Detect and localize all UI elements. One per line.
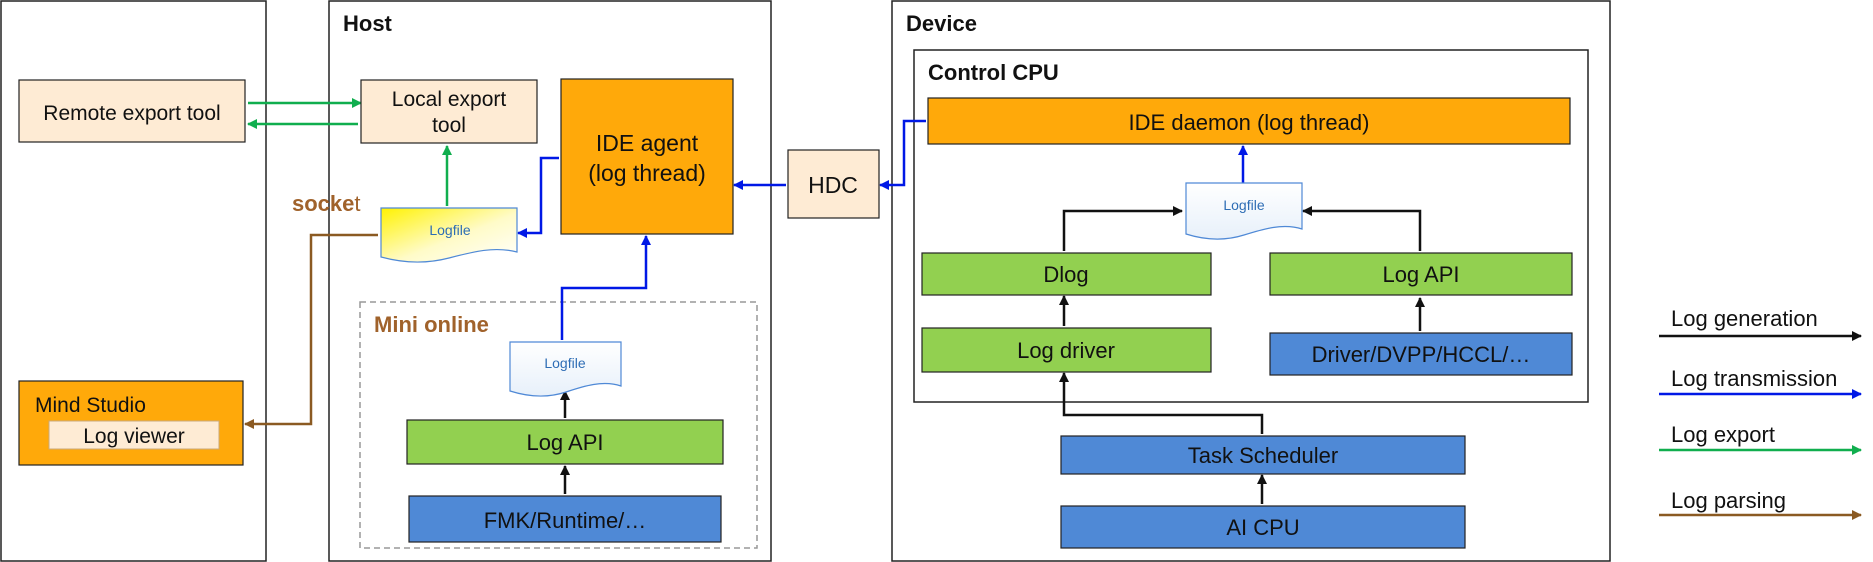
svg-text:Log transmission: Log transmission — [1671, 366, 1837, 391]
svg-text:FMK/Runtime/…: FMK/Runtime/… — [484, 508, 647, 533]
host-logfile-doc-icon: Logfile — [380, 207, 518, 263]
svg-text:Log viewer: Log viewer — [83, 425, 185, 448]
svg-text:AI CPU: AI CPU — [1226, 515, 1299, 540]
legend-log-export: Log export — [1659, 422, 1862, 455]
dlog: Dlog — [921, 252, 1212, 296]
host-log-api: Log API — [406, 419, 724, 465]
svg-text:Driver/DVPP/HCCL/…: Driver/DVPP/HCCL/… — [1312, 342, 1531, 367]
svg-text:Logfile: Logfile — [1223, 197, 1264, 213]
svg-text:Log parsing: Log parsing — [1671, 488, 1786, 513]
generation-arrow-scheduler-to-driver — [1059, 372, 1264, 434]
legend: Log generation Log transmission Log expo… — [1659, 306, 1862, 520]
generation-arrow-logapi-to-logfile — [1302, 206, 1422, 251]
legend-log-transmission: Log transmission — [1659, 366, 1862, 399]
hdc: HDC — [787, 149, 880, 219]
log-driver: Log driver — [921, 327, 1212, 373]
svg-text:Task Scheduler: Task Scheduler — [1188, 443, 1338, 468]
svg-text:IDE agent: IDE agent — [596, 130, 699, 156]
svg-text:Logfile: Logfile — [544, 355, 585, 371]
svg-text:(log thread): (log thread) — [588, 160, 706, 186]
ai-cpu: AI CPU — [1060, 505, 1466, 549]
svg-text:Mind Studio: Mind Studio — [35, 394, 146, 417]
mini-online-panel — [359, 301, 758, 549]
device-logfile-doc-icon: Logfile — [1185, 182, 1303, 240]
transmission-arrow-agent-to-logfile — [517, 156, 559, 238]
control-cpu-title: Control CPU — [928, 60, 1059, 85]
task-scheduler: Task Scheduler — [1060, 435, 1466, 475]
fmk-runtime: FMK/Runtime/… — [408, 495, 722, 543]
legend-log-generation: Log generation — [1659, 306, 1862, 341]
ide-daemon: IDE daemon (log thread) — [927, 97, 1571, 145]
device-log-api: Log API — [1269, 252, 1573, 296]
mini-logfile-doc-icon: Logfile — [509, 341, 622, 397]
host-title: Host — [343, 11, 393, 36]
svg-text:Remote export tool: Remote export tool — [43, 102, 220, 125]
parsing-arrow-logfile-to-viewer — [244, 233, 378, 429]
generation-arrow-dlog-to-logfile — [1062, 206, 1183, 251]
svg-text:Log driver: Log driver — [1017, 338, 1115, 363]
driver-dvpp-hccl: Driver/DVPP/HCCL/… — [1269, 332, 1573, 376]
left-panel — [0, 0, 267, 562]
mini-online-title: Mini online — [374, 312, 489, 337]
svg-text:Log export: Log export — [1671, 422, 1775, 447]
ide-agent: IDE agent (log thread) — [560, 78, 734, 235]
socket-label: socket — [292, 191, 361, 216]
svg-text:Log API: Log API — [1382, 262, 1459, 287]
svg-text:Dlog: Dlog — [1043, 262, 1088, 287]
svg-text:Log generation: Log generation — [1671, 306, 1818, 331]
svg-text:tool: tool — [432, 114, 466, 137]
mind-studio: Mind Studio Log viewer — [18, 380, 244, 466]
remote-export-tool: Remote export tool — [18, 79, 246, 143]
device-title: Device — [906, 11, 977, 36]
host-panel — [328, 0, 772, 562]
svg-text:IDE daemon (log thread): IDE daemon (log thread) — [1129, 110, 1370, 135]
legend-log-parsing: Log parsing — [1659, 488, 1862, 520]
transmission-arrow-daemon-to-hdc — [879, 119, 926, 190]
device-panel — [891, 0, 1611, 562]
local-export-tool: Local export tool — [360, 79, 538, 144]
svg-text:Local export: Local export — [392, 88, 507, 111]
log-viewer: Log viewer — [48, 420, 220, 450]
svg-text:Logfile: Logfile — [429, 222, 470, 238]
svg-text:HDC: HDC — [808, 172, 858, 198]
transmission-arrow-mini-logfile-to-agent — [560, 235, 651, 340]
control-cpu-panel — [913, 49, 1589, 403]
svg-text:Log API: Log API — [526, 430, 603, 455]
